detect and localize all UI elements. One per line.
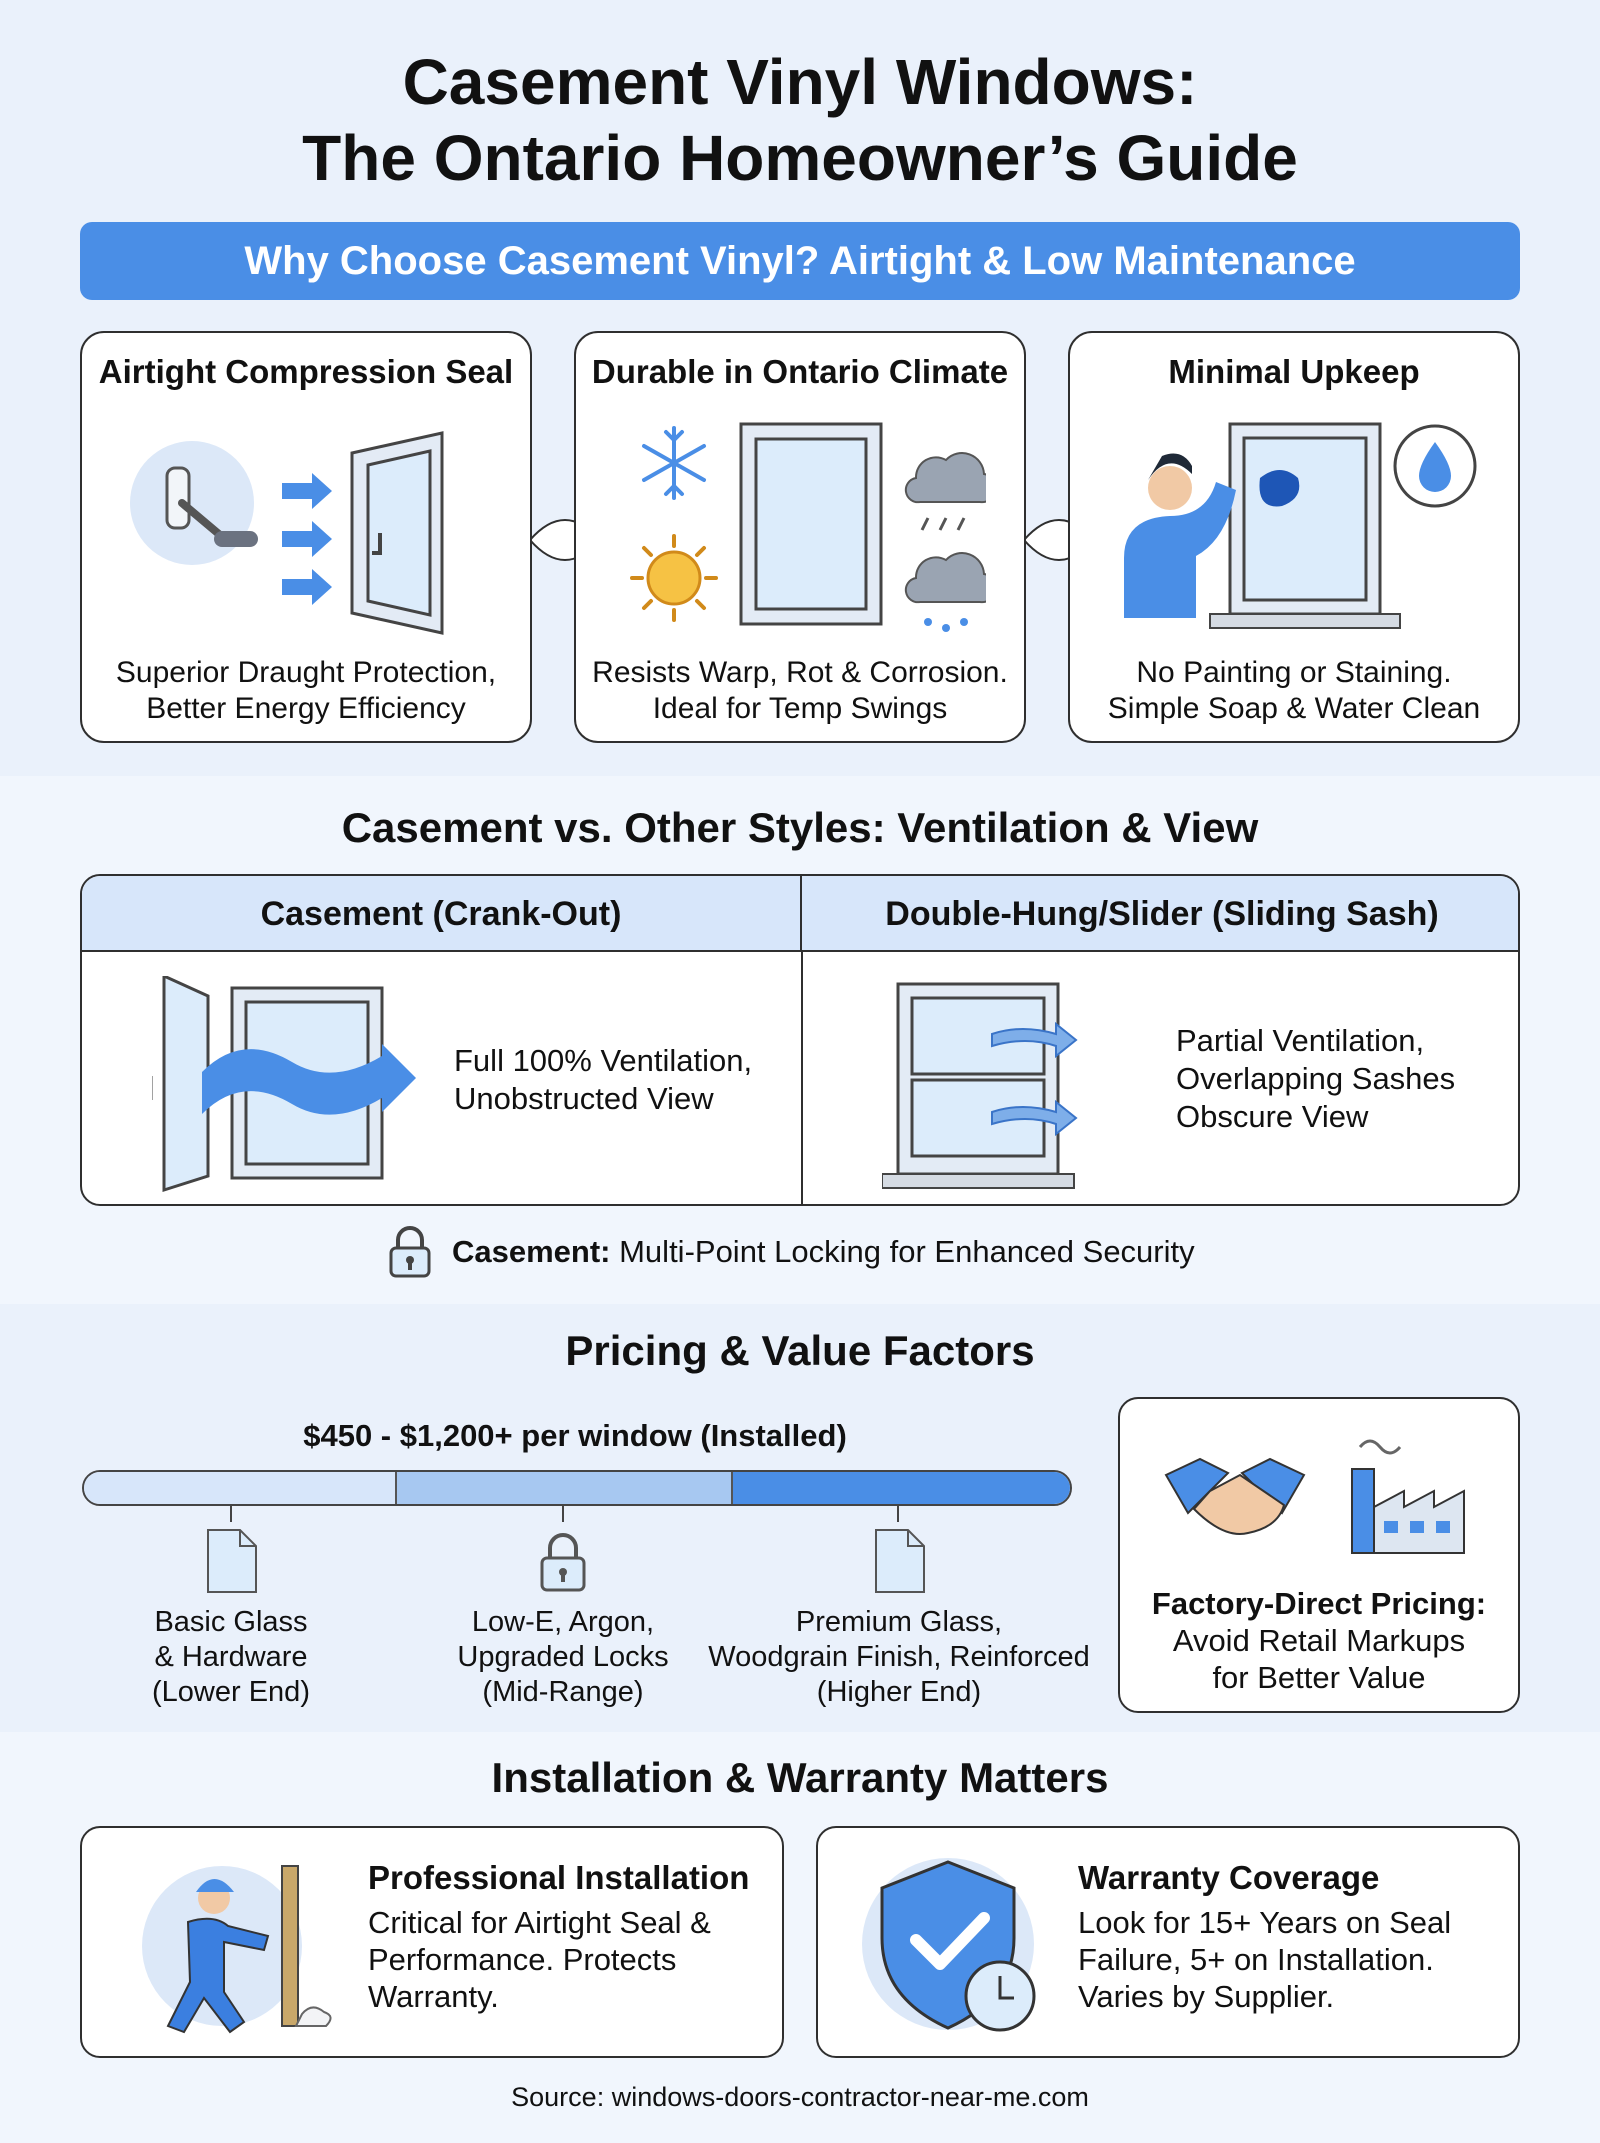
comparison-heading: Casement vs. Other Styles: Ventilation &… xyxy=(341,804,1259,851)
pro-install-card: Professional Installation Critical for A… xyxy=(80,1826,784,2058)
tick-2 xyxy=(562,1506,564,1522)
slider-desc: Partial Ventilation, Overlapping Sashes … xyxy=(1176,1023,1456,1134)
weather-window-icon xyxy=(630,422,986,632)
comparison-table: Casement (Crank-Out) Double-Hung/Slider … xyxy=(80,874,1520,1206)
page-title: Casement Vinyl Windows: The Ontario Home… xyxy=(302,46,1298,194)
why-banner: Why Choose Casement Vinyl? Airtight & Lo… xyxy=(80,222,1520,300)
factory-icon xyxy=(1351,1439,1465,1554)
document-icon xyxy=(207,1529,257,1593)
price-range: $450 - $1,200+ per window (Installed) xyxy=(303,1418,847,1453)
install-heading: Installation & Warranty Matters xyxy=(491,1754,1109,1801)
warranty-card: Warranty Coverage Look for 15+ Years on … xyxy=(816,1826,1520,2058)
warranty-text: Warranty Coverage Look for 15+ Years on … xyxy=(1078,1859,1452,2014)
pricing-heading: Pricing & Value Factors xyxy=(565,1327,1035,1374)
casement-desc: Full 100% Ventilation, Unobstructed View xyxy=(454,1043,753,1116)
feature-desc: Resists Warp, Rot & Corrosion. Ideal for… xyxy=(592,656,1008,725)
sliding-sash-icon xyxy=(882,982,1078,1189)
tick-3 xyxy=(897,1506,899,1522)
price-bar xyxy=(82,1470,1072,1506)
tier-mid: Low-E, Argon, Upgraded Locks (Mid-Range) xyxy=(457,1606,669,1708)
casement-open-icon xyxy=(152,976,416,1193)
feature-desc: Superior Draught Protection, Better Ener… xyxy=(115,656,497,725)
security-note: Casement: Multi-Point Locking for Enhanc… xyxy=(452,1234,1195,1269)
feature-title: Durable in Ontario Climate xyxy=(591,353,1009,390)
cleaning-window-icon xyxy=(1124,422,1477,629)
tier-lower: Basic Glass & Hardware (Lower End) xyxy=(152,1606,310,1708)
source-footer: Source: windows-doors-contractor-near-me… xyxy=(511,2082,1089,2112)
lock-icon xyxy=(389,1226,431,1278)
factory-direct-card: Factory-Direct Pricing: Avoid Retail Mar… xyxy=(1118,1397,1520,1713)
shield-check-icon xyxy=(862,1858,1036,2032)
slider-header: Double-Hung/Slider (Sliding Sash) xyxy=(802,876,1518,952)
installer-icon xyxy=(142,1865,332,2034)
feature-card-durable: Durable in Ontario Climate Resists Warp,… xyxy=(574,331,1026,743)
handshake-icon xyxy=(1164,1457,1306,1535)
feature-title: Minimal Upkeep xyxy=(1168,353,1420,390)
document-icon xyxy=(875,1529,925,1593)
comparison-divider xyxy=(801,952,803,1204)
tier-higher: Premium Glass, Woodgrain Finish, Reinfor… xyxy=(708,1606,1090,1708)
factory-direct-text: Factory-Direct Pricing: Avoid Retail Mar… xyxy=(1151,1586,1487,1695)
feature-title: Airtight Compression Seal xyxy=(98,353,514,390)
tick-1 xyxy=(230,1506,232,1522)
feature-card-upkeep: Minimal Upkeep No Painting or Staining. … xyxy=(1068,331,1520,743)
feature-desc: No Painting or Staining. Simple Soap & W… xyxy=(1107,656,1481,725)
casement-header: Casement (Crank-Out) xyxy=(82,876,802,952)
pro-install-text: Professional Installation Critical for A… xyxy=(368,1859,750,2014)
feature-card-airtight: Airtight Compression Seal Superior Draug… xyxy=(80,331,532,743)
window-crank-icon xyxy=(130,431,444,635)
lock-icon xyxy=(540,1533,586,1592)
